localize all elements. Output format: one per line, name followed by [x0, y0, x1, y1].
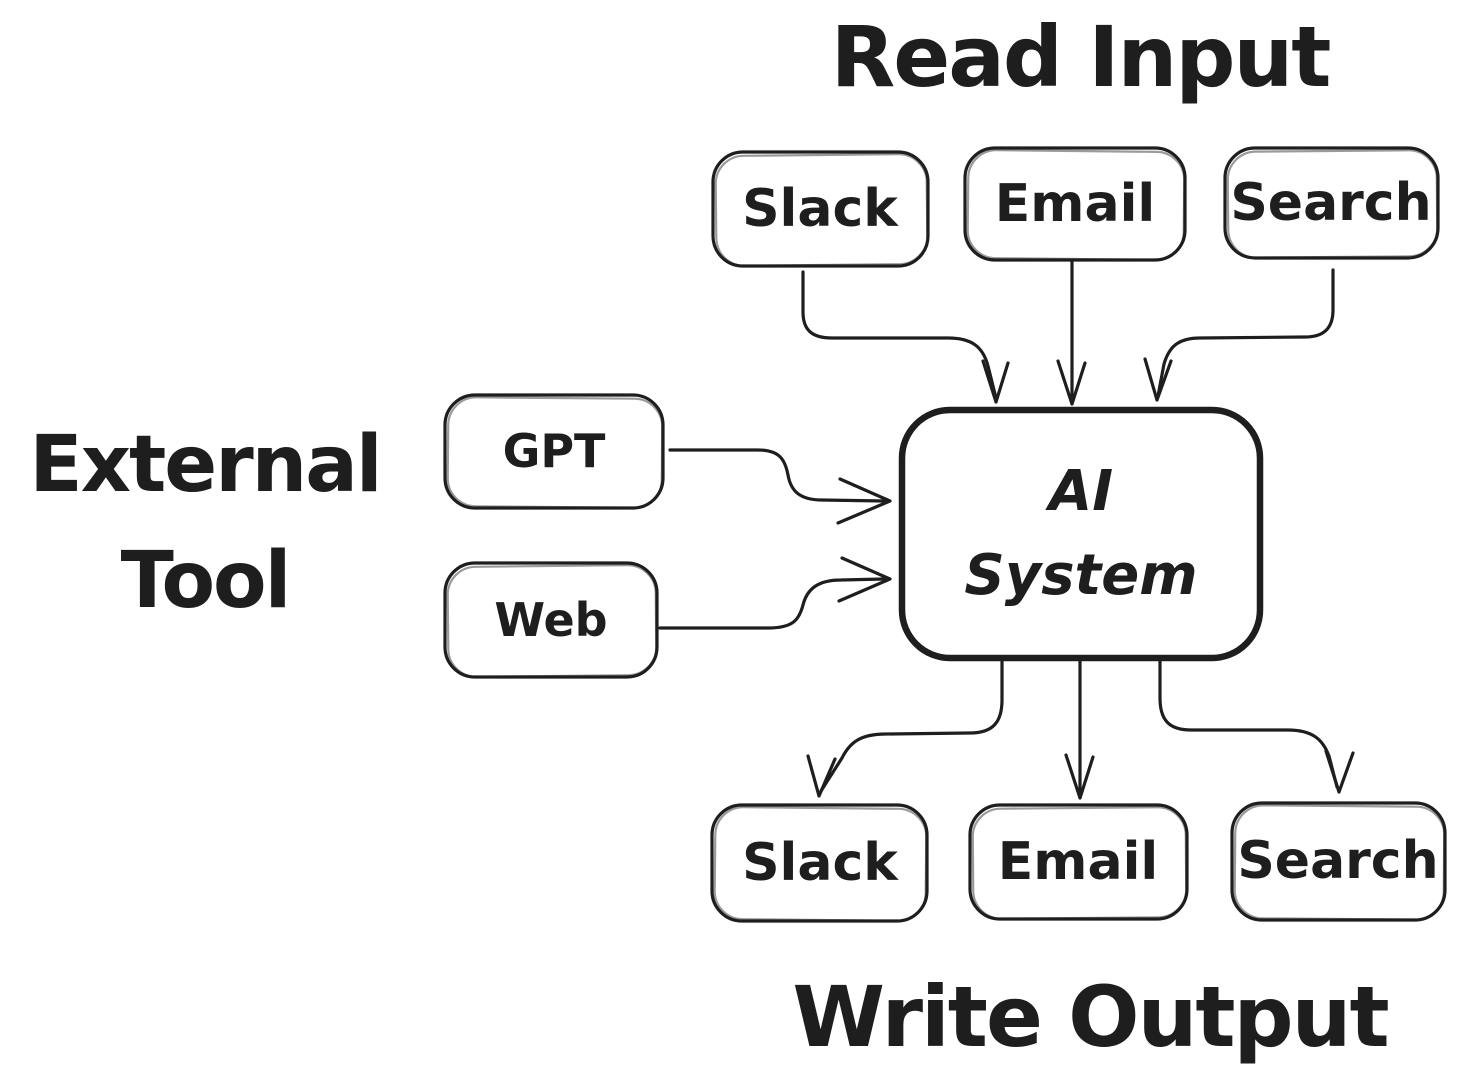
- output-email-label: Email: [997, 832, 1159, 892]
- input-slack-box: [711, 150, 930, 268]
- input-search-box: [1223, 146, 1440, 260]
- output-email-box: [968, 803, 1189, 921]
- external-tool-title-line1: External: [29, 420, 382, 510]
- output-slack-label: Slack: [742, 833, 898, 893]
- output-search-label: Search: [1237, 831, 1439, 891]
- read-input-title: Read Input: [830, 8, 1332, 106]
- input-slack-label: Slack: [742, 179, 898, 239]
- output-slack-box: [710, 803, 929, 923]
- input-search-label: Search: [1230, 173, 1432, 233]
- external-web-label: Web: [494, 593, 608, 647]
- input-email-box: [963, 146, 1187, 262]
- ai-system-label-line1: AI: [1048, 459, 1114, 524]
- ai-system-label-line2: System: [964, 543, 1198, 608]
- ai-system-label: AI System: [964, 450, 1197, 618]
- input-email-label: Email: [994, 174, 1156, 234]
- external-gpt-box: [443, 393, 665, 510]
- arrow-ai-to-search: [1158, 660, 1355, 794]
- external-gpt-label: GPT: [502, 424, 606, 478]
- ai-system-box: [898, 406, 1264, 662]
- arrow-email-to-ai: [1056, 260, 1087, 406]
- external-tool-title: External Tool: [29, 407, 382, 639]
- write-output-title: Write Output: [792, 968, 1389, 1066]
- arrow-ai-to-email: [1064, 660, 1095, 800]
- external-tool-title-line2: Tool: [120, 536, 292, 626]
- arrow-slack-to-ai: [801, 270, 1010, 404]
- arrow-gpt-to-ai: [668, 448, 892, 525]
- external-web-box: [443, 561, 659, 679]
- output-search-box: [1230, 801, 1447, 922]
- arrow-search-to-ai: [1143, 268, 1335, 402]
- arrow-ai-to-slack: [806, 660, 1004, 798]
- arrow-web-to-ai: [658, 556, 892, 630]
